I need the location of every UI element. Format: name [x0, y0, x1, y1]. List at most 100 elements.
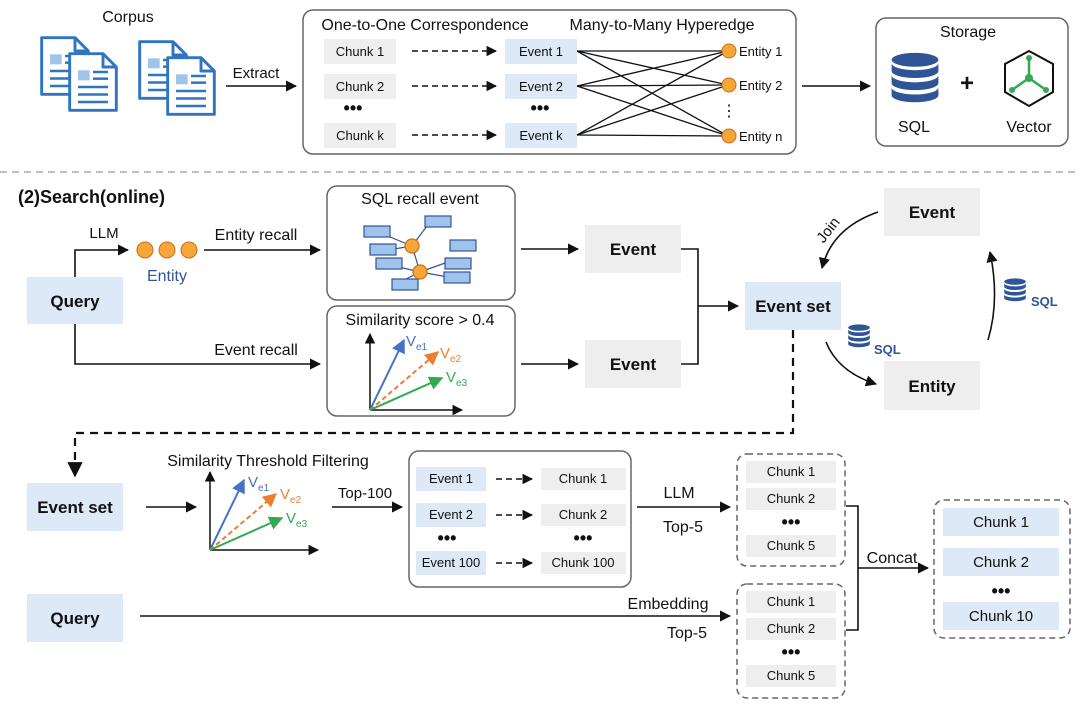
svg-text:Chunk 2: Chunk 2	[973, 554, 1029, 571]
svg-text:Chunk 2: Chunk 2	[767, 621, 815, 636]
search-query-box: Query	[27, 277, 123, 324]
offline-event-2: Event 2	[505, 74, 577, 99]
r-event-2: Event 2	[416, 503, 486, 527]
storage-sql-label: SQL	[898, 119, 930, 136]
svg-text:Entity n: Entity n	[739, 129, 782, 144]
join-entity-box: Entity	[884, 361, 980, 410]
sql-badge-lower: SQL	[848, 324, 901, 357]
sql-recall-graph-icon	[363, 215, 477, 291]
llm-chunk-2: Chunk 2	[746, 488, 836, 510]
svg-text:Chunk 1: Chunk 1	[559, 471, 607, 486]
retrieval-top5-label: Top-5	[663, 519, 703, 536]
svg-text:Chunk 100: Chunk 100	[552, 555, 615, 570]
svg-text:Query: Query	[50, 609, 100, 628]
svg-text:Event 1: Event 1	[429, 471, 473, 486]
llm-label: LLM	[89, 225, 118, 242]
svg-text:Chunk 2: Chunk 2	[559, 507, 607, 522]
sql-badge-icon-upper	[1004, 278, 1026, 302]
retrieval-llm-label: LLM	[663, 485, 694, 502]
hyperedge-lines	[576, 50, 729, 137]
emb-chunk-1: Chunk 1	[746, 591, 836, 613]
storage-vector-label: Vector	[1006, 119, 1052, 136]
svg-text:Ve1: Ve1	[406, 333, 428, 353]
offline-event-k: Event k	[505, 123, 577, 148]
svg-text:Ve3: Ve3	[286, 510, 308, 530]
search-event-set-box: Event set	[745, 282, 841, 330]
r-chunk-1: Chunk 1	[541, 468, 626, 490]
svg-text:Chunk 2: Chunk 2	[767, 491, 815, 506]
event-merge-bracket	[681, 248, 699, 365]
offline-chunk-k: Chunk k	[324, 123, 396, 148]
join-event-box: Event	[884, 188, 980, 236]
similarity-vector-plot: Ve1 Ve2 Ve3	[364, 332, 468, 416]
svg-text:Event 2: Event 2	[519, 79, 563, 94]
svg-text:Ve2: Ve2	[440, 345, 462, 365]
corpus-label: Corpus	[102, 9, 154, 26]
svg-text:Chunk 1: Chunk 1	[767, 594, 815, 609]
svg-text:Chunk 1: Chunk 1	[767, 464, 815, 479]
svg-text:Entity: Entity	[908, 377, 956, 396]
one-to-one-label: One-to-One Correspondence	[321, 17, 528, 34]
query-llm-arrow	[74, 244, 130, 277]
corpus-docs-icon	[40, 36, 216, 116]
svg-text:SQL: SQL	[874, 342, 901, 357]
sql-badge-upper: SQL	[1004, 278, 1058, 309]
svg-text:Chunk 5: Chunk 5	[767, 668, 815, 683]
join-arrow	[819, 211, 879, 270]
final-chunk-2: Chunk 2	[943, 548, 1059, 576]
svg-text:Chunk 2: Chunk 2	[336, 79, 384, 94]
r-chunk-ellipsis: •••	[574, 528, 593, 548]
final-chunk-1: Chunk 1	[943, 508, 1059, 536]
event-recall-arrow	[74, 324, 322, 370]
vector-db-icon	[1004, 49, 1054, 108]
entity-recall-label: Entity recall	[215, 227, 298, 244]
llm-chunk-1: Chunk 1	[746, 461, 836, 483]
llm-chunk-5: Chunk 5	[746, 535, 836, 557]
many-to-many-label: Many-to-Many Hyperedge	[570, 17, 755, 34]
sql-recall-title: SQL recall event	[361, 191, 479, 208]
search-entity-label: Entity	[147, 268, 187, 285]
offline-chunk-ellipsis: •••	[344, 98, 363, 118]
llm-chunk-ellipsis: •••	[782, 512, 801, 532]
retrieval-query-box: Query	[27, 594, 123, 642]
svg-text:Chunk 1: Chunk 1	[973, 514, 1029, 531]
svg-text:Chunk k: Chunk k	[336, 128, 384, 143]
svg-text:Ve1: Ve1	[248, 474, 270, 494]
svg-text:Event: Event	[610, 355, 657, 374]
svg-text:Event set: Event set	[37, 498, 113, 517]
final-chunk-10: Chunk 10	[943, 602, 1059, 630]
offline-entity-2: Entity 2	[721, 77, 782, 93]
svg-text:Event 100: Event 100	[422, 555, 481, 570]
r-event-ellipsis: •••	[438, 528, 457, 548]
offline-event-1: Event 1	[505, 39, 577, 64]
svg-text:Chunk 5: Chunk 5	[767, 538, 815, 553]
svg-text:Entity 1: Entity 1	[739, 44, 782, 59]
offline-chunk-2: Chunk 2	[324, 74, 396, 99]
svg-text:Event k: Event k	[519, 128, 563, 143]
eventset-to-entity-arrow	[825, 341, 878, 387]
threshold-vector-plot: Ve1 Ve2 Ve3	[204, 470, 320, 556]
final-chunk-ellipsis: •••	[992, 581, 1011, 601]
svg-text:Ve3: Ve3	[446, 369, 468, 389]
storage-label: Storage	[940, 24, 996, 41]
r-event-1: Event 1	[416, 467, 486, 491]
offline-entity-1: Entity 1	[721, 43, 782, 59]
r-chunk-2: Chunk 2	[541, 504, 626, 526]
top100-label: Top-100	[338, 485, 392, 502]
r-chunk-100: Chunk 100	[541, 552, 626, 574]
retrieval-event-set-box: Event set	[27, 483, 123, 531]
storage-box	[875, 17, 1069, 147]
concat-bracket	[846, 505, 859, 631]
emb-chunk-2: Chunk 2	[746, 618, 836, 640]
svg-text:SQL: SQL	[1031, 294, 1058, 309]
event-recall-label: Event recall	[214, 342, 298, 359]
eventset-down-connector	[67, 330, 795, 478]
svg-text:Event: Event	[610, 240, 657, 259]
search-entity-dots	[136, 241, 198, 259]
embedding-top5-label: Top-5	[667, 625, 707, 642]
entity-to-event-arrow	[986, 250, 998, 341]
svg-text:Ve2: Ve2	[280, 486, 302, 506]
svg-text:Entity 2: Entity 2	[739, 78, 782, 93]
svg-text:Query: Query	[50, 292, 100, 311]
